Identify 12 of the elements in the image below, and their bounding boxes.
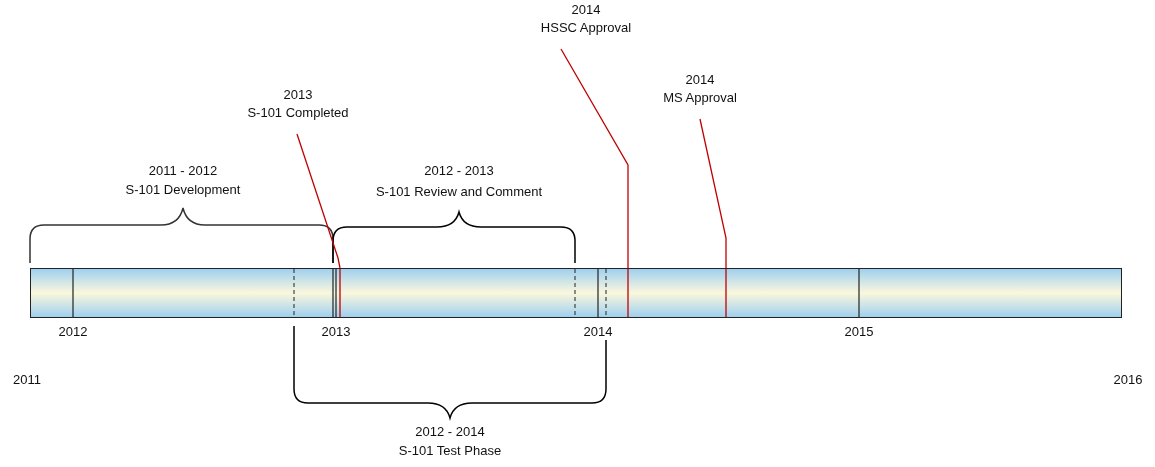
leader-line (296, 133, 341, 269)
milestone-text: S-101 Completed (247, 104, 349, 122)
timeline-bar (30, 268, 1122, 318)
milestone-text: 2013 (283, 86, 313, 104)
leader-line (560, 48, 629, 269)
milestone-text: 2014 (571, 1, 601, 19)
milestone-text: HSSC Approval (540, 19, 632, 37)
timeline-label: 2014 (583, 324, 613, 340)
timeline-label: S-101 Development (125, 182, 241, 198)
leader-line (699, 118, 727, 269)
milestone-text: MS Approval (663, 89, 737, 107)
milestone-text: 2014 (685, 71, 715, 89)
